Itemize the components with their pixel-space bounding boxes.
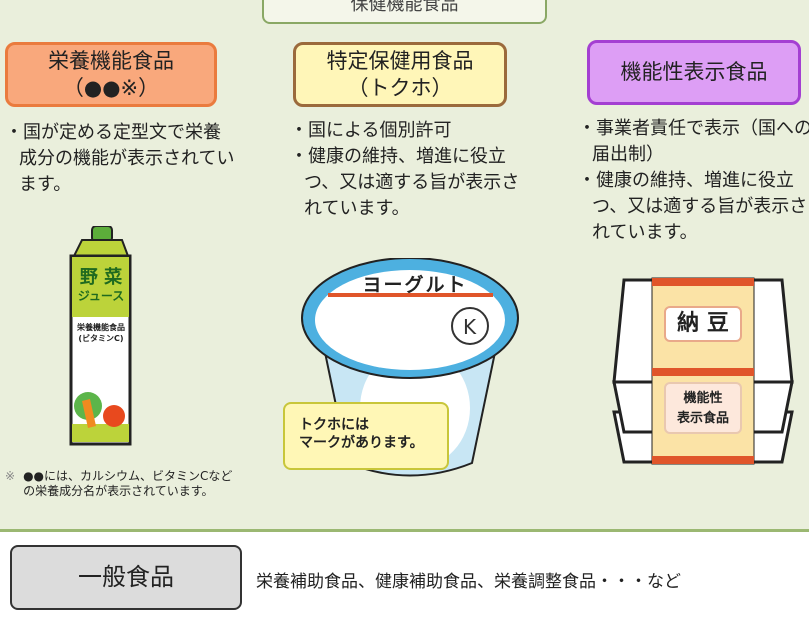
general-food-label: 一般食品 — [78, 563, 174, 591]
vegetable-juice-illustration: 野 菜 ジュース 栄養機能食品 (ビタミンC) — [68, 226, 134, 448]
category-function-claim: 機能性表示食品 — [587, 40, 801, 105]
description-tokuho: ・国による個別許可 ・健康の維持、増進に役立つ、又は適する旨が表示されています。 — [290, 118, 526, 222]
tag-line: 表示食品 — [676, 411, 729, 426]
natto-label: 納 豆 — [664, 306, 742, 342]
general-food-examples: 栄養補助食品、健康補助食品、栄養調整食品・・・など — [256, 572, 681, 592]
header-title: 保健機能食品 — [350, 0, 459, 15]
svg-text:K: K — [463, 315, 477, 339]
general-food-box: 一般食品 — [10, 545, 242, 610]
yogurt-illustration: K ヨーグルト — [300, 258, 520, 483]
description-nutrient: ・国が定める定型文で栄養成分の機能が表示されています。 — [5, 120, 237, 198]
footnote: ※ ●●には、カルシウム、ビタミンCなどの栄養成分名が表示されています。 — [5, 469, 237, 499]
bullet: ・健康の維持、増進に役立つ、又は適する旨が表示されています。 — [290, 146, 520, 219]
bullet: ・事業者責任で表示（国への届出制） — [578, 118, 809, 165]
divider — [0, 529, 809, 532]
category-subtitle: （トクホ） — [347, 75, 453, 100]
bullet: ・健康の維持、増進に役立つ、又は適する旨が表示されています。 — [578, 170, 808, 243]
juice-label-vitamin: (ビタミンC) — [78, 334, 124, 343]
category-title: 特定保健用食品 — [326, 48, 474, 73]
function-claim-tag: 機能性 表示食品 — [664, 382, 742, 434]
bullet: ・国が定める定型文で栄養成分の機能が表示されています。 — [5, 122, 235, 195]
category-title: 機能性表示食品 — [620, 60, 768, 84]
tokuho-speech-bubble: トクホには マークがあります。 — [283, 402, 449, 470]
juice-subtitle: ジュース — [77, 289, 125, 303]
bubble-line: マークがあります。 — [299, 435, 424, 451]
header-box: 保健機能食品 — [262, 0, 547, 24]
juice-title: 野 菜 — [79, 267, 123, 288]
yogurt-label: ヨーグルト — [362, 274, 468, 296]
tag-line: 機能性 — [683, 391, 723, 406]
category-title: 栄養機能食品 — [48, 48, 174, 73]
natto-illustration: 納 豆 機能性 表示食品 — [612, 272, 794, 472]
footnote-mark: ※ — [5, 469, 16, 483]
juice-label: 栄養機能食品 — [77, 323, 125, 332]
bullet: ・国による個別許可 — [290, 120, 452, 141]
category-subtitle: （●●※） — [62, 75, 160, 100]
category-nutrient-function: 栄養機能食品 （●●※） — [5, 42, 217, 107]
bubble-line: トクホには — [299, 417, 369, 433]
category-tokuho: 特定保健用食品 （トクホ） — [293, 42, 507, 107]
description-function-claim: ・事業者責任で表示（国への届出制） ・健康の維持、増進に役立つ、又は適する旨が表… — [578, 116, 809, 246]
footnote-text: ●●には、カルシウム、ビタミンCなどの栄養成分名が表示されています。 — [23, 469, 233, 498]
